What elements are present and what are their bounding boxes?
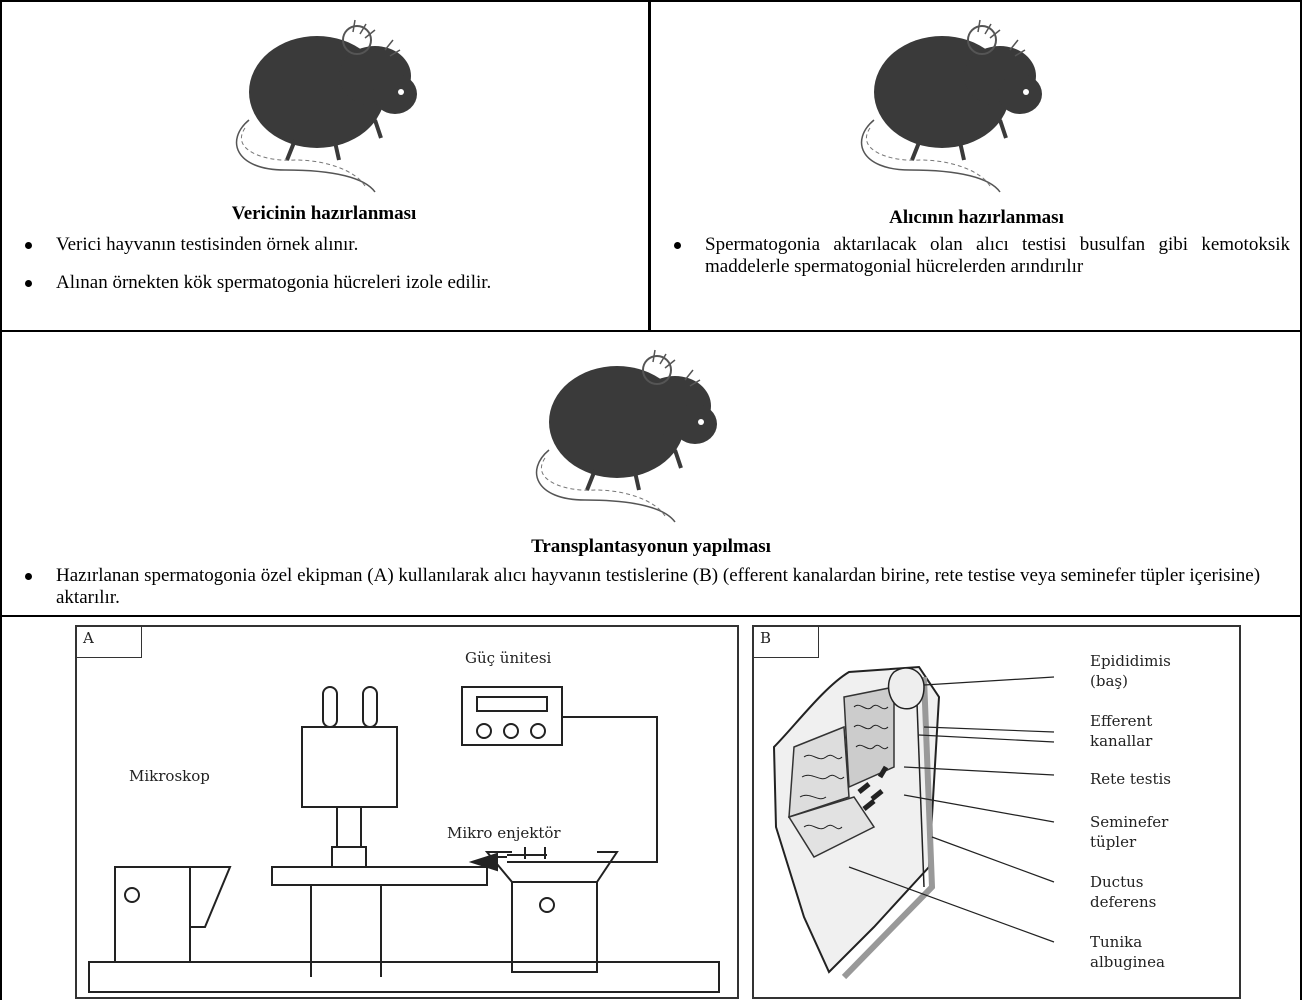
figure-a-equipment-panel: A bbox=[75, 625, 739, 999]
transplant-title: Transplantasyonun yapılması bbox=[0, 536, 1302, 558]
transplant-bullet-1: Hazırlanan spermatogonia özel ekipman (A… bbox=[56, 565, 1296, 609]
table-divider-row1 bbox=[0, 330, 1302, 332]
donor-bullet-2-text: Alınan örnekten kök spermatogonia hücrel… bbox=[56, 272, 491, 293]
label-ductus: Ductus deferens bbox=[1090, 872, 1190, 912]
transplant-mouse-image bbox=[525, 340, 735, 525]
donor-bullet-2: Alınan örnekten kök spermatogonia hücrel… bbox=[56, 272, 616, 294]
bullet-dot-icon bbox=[25, 573, 32, 580]
recipient-bullet-1: Spermatogonia aktarılacak olan alıcı tes… bbox=[705, 234, 1290, 278]
donor-title: Vericinin hazırlanması bbox=[0, 203, 648, 225]
power-unit-label: Güç ünitesi bbox=[465, 649, 551, 667]
donor-mouse-image bbox=[225, 10, 435, 195]
microscope-label: Mikroskop bbox=[129, 767, 210, 785]
recipient-bullet-1-text: Spermatogonia aktarılacak olan alıcı tes… bbox=[705, 234, 1290, 277]
label-efferent: Efferent kanallar bbox=[1090, 711, 1190, 751]
bullet-dot-icon bbox=[25, 280, 32, 287]
bullet-dot-icon bbox=[25, 242, 32, 249]
recipient-title: Alıcının hazırlanması bbox=[651, 207, 1302, 229]
table-border-top bbox=[0, 0, 1302, 2]
bullet-dot-icon bbox=[674, 242, 681, 249]
recipient-mouse-image bbox=[850, 10, 1060, 195]
label-rete-testis: Rete testis bbox=[1090, 769, 1230, 789]
micro-injector-label: Mikro enjektör bbox=[447, 824, 561, 842]
label-epididimis: Epididimis (baş) bbox=[1090, 651, 1200, 691]
figure-b-testis-panel: B bbox=[752, 625, 1241, 999]
donor-bullet-1: Verici hayvanın testisinden örnek alınır… bbox=[56, 234, 636, 256]
table-border-left bbox=[0, 0, 2, 1000]
table-divider-vertical bbox=[648, 0, 651, 331]
label-seminefer: Seminefer tüpler bbox=[1090, 812, 1190, 852]
table-divider-row2 bbox=[0, 615, 1302, 617]
equipment-drawing bbox=[77, 627, 737, 997]
donor-bullet-1-text: Verici hayvanın testisinden örnek alınır… bbox=[56, 234, 358, 255]
transplant-bullet-1-text: Hazırlanan spermatogonia özel ekipman (A… bbox=[56, 565, 1260, 608]
label-tunika: Tunika albuginea bbox=[1090, 932, 1190, 972]
